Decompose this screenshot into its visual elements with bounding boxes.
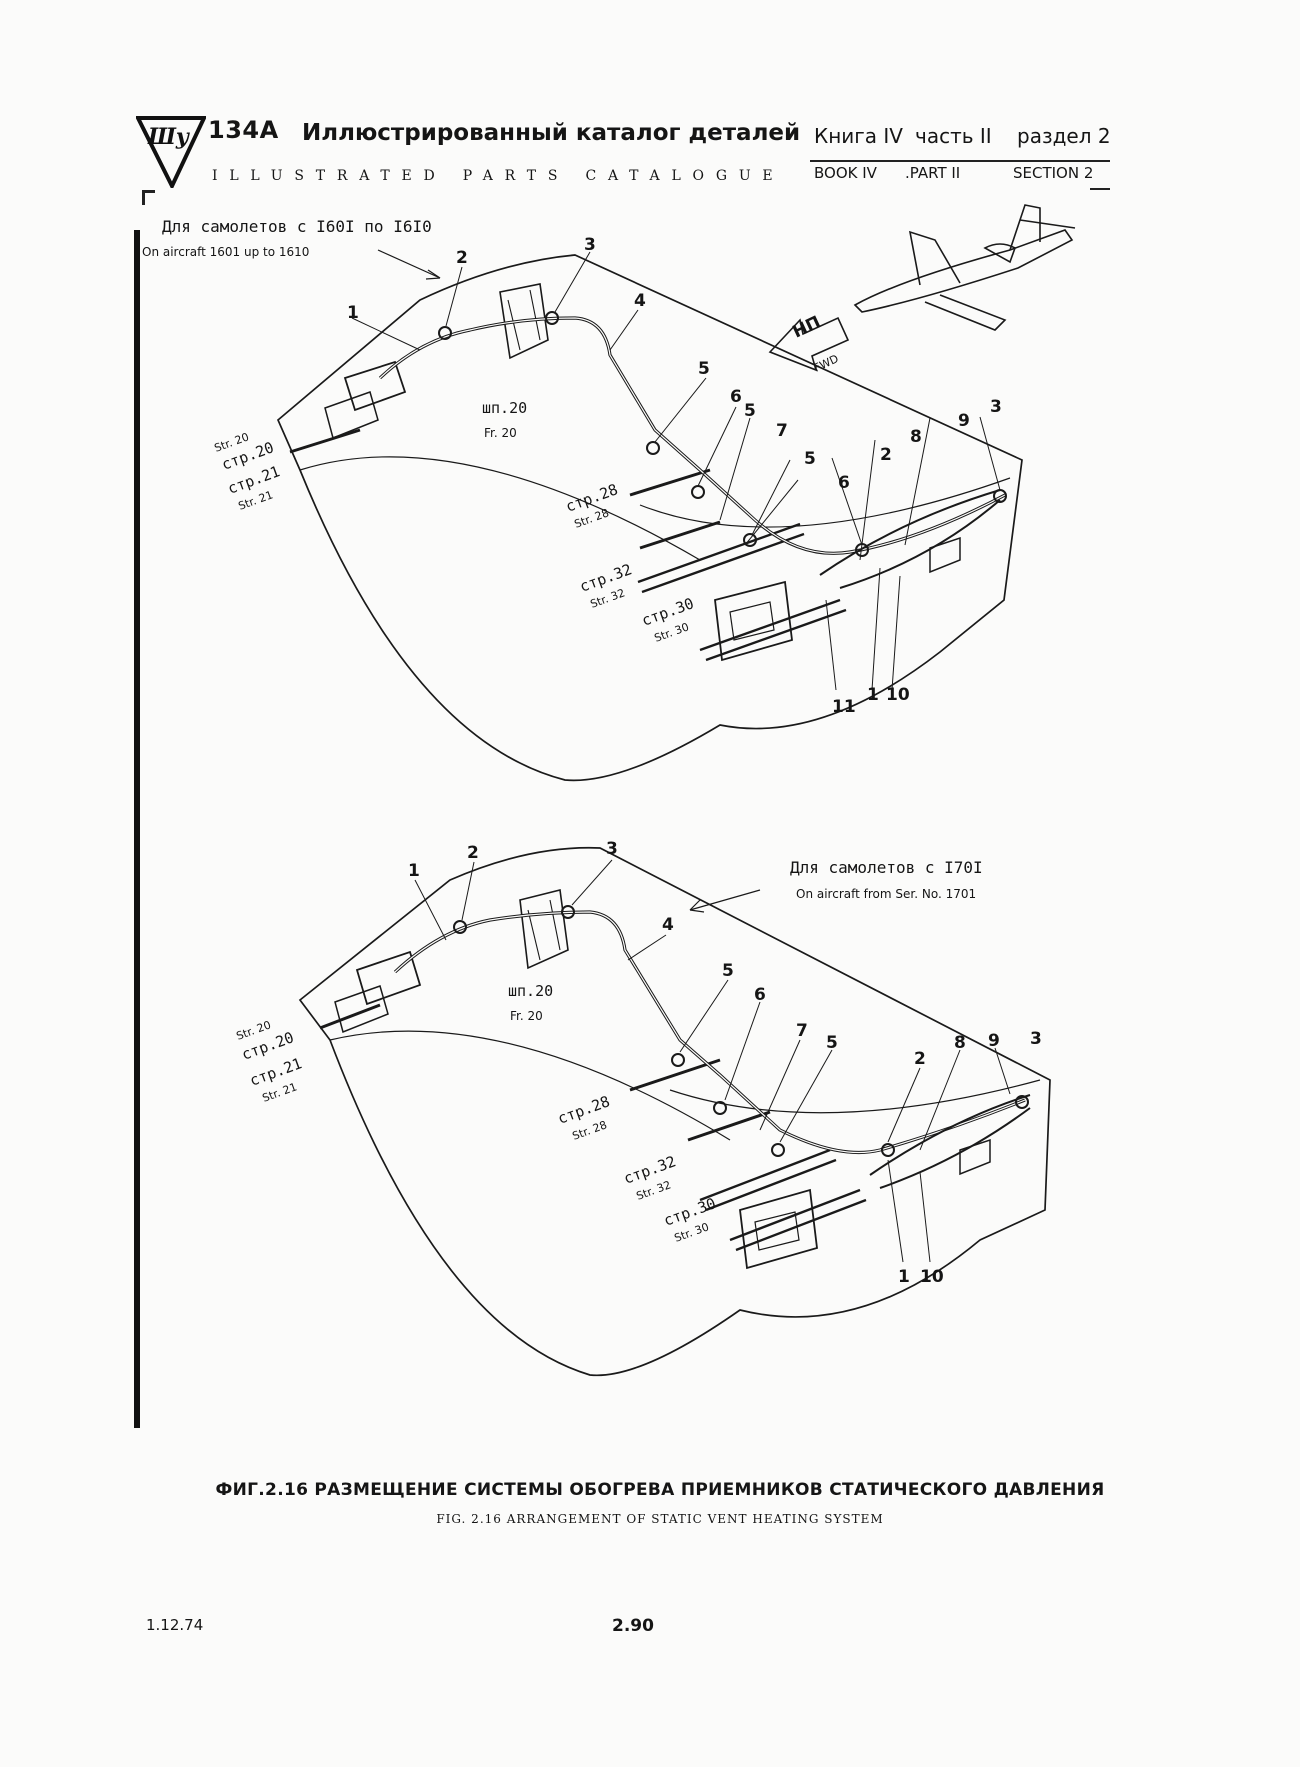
frame-20-bracket <box>499 283 549 360</box>
callout-number: 2 <box>467 843 479 863</box>
part-label-ru: часть II <box>915 124 992 148</box>
section-label-en: SECTION 2 <box>1013 164 1094 182</box>
aircraft-silhouette <box>853 204 1076 331</box>
leader-lines-lower <box>414 859 1011 1263</box>
callout-number: 8 <box>954 1033 966 1053</box>
callout-number: 2 <box>456 248 468 268</box>
stringer-ru-lower: стр.30 <box>661 1194 718 1229</box>
callout-number: 3 <box>1030 1029 1042 1049</box>
callouts-lower: 1 2 3 4 5 6 7 5 2 8 9 3 1 10 <box>408 839 1042 1287</box>
stringer-ru-lower: стр.32 <box>621 1152 678 1187</box>
callout-number: 2 <box>880 445 892 465</box>
skin-contour-line <box>639 477 1011 528</box>
fwd-arrow-icon <box>768 316 850 372</box>
effectivity-ru-upper: Для самолетов с I60I по I6I0 <box>162 217 432 236</box>
callout-number: 3 <box>606 839 618 859</box>
callout-number: 1 <box>867 685 879 705</box>
callout-number: 4 <box>662 915 674 935</box>
callout-number: 1 <box>898 1267 910 1287</box>
book-label-en: BOOK IV <box>814 164 877 182</box>
callout-number: 5 <box>826 1033 838 1053</box>
effectivity-en-lower: On aircraft from Ser. No. 1701 <box>796 887 976 901</box>
callout-number: 3 <box>584 235 596 255</box>
frame-label-en-lower: Fr. 20 <box>510 1009 543 1023</box>
stringer-ru-upper: стр.30 <box>639 594 696 629</box>
frame-corner-mark <box>142 190 155 205</box>
callout-number: 10 <box>886 685 910 705</box>
lower-view <box>298 846 1051 1377</box>
manufacturer-logo: Шу <box>136 116 206 188</box>
direction-label-ru: НП <box>790 312 824 342</box>
frame-corner-mark-right <box>1090 188 1110 190</box>
receiver-block <box>739 1188 818 1270</box>
frame-20-bracket <box>519 889 569 970</box>
frame-label-ru-upper: шп.20 <box>482 399 527 417</box>
callout-number: 11 <box>832 697 856 717</box>
skin-panel-upper <box>276 254 1023 782</box>
effectivity-en-upper: On aircraft 1601 up to 1610 <box>142 245 309 259</box>
callout-number: 8 <box>910 427 922 447</box>
skin-contour-line <box>299 456 701 561</box>
catalog-title-ru: Иллюстрированный каталог деталей <box>302 120 801 146</box>
callout-number: 10 <box>920 1267 944 1287</box>
direction-label-en: FWD <box>812 352 841 375</box>
callout-number: 5 <box>722 961 734 981</box>
effectivity-ru-lower: Для самолетов с I70I <box>790 858 983 877</box>
callout-number: 3 <box>990 397 1002 417</box>
revision-date: 1.12.74 <box>146 1616 204 1634</box>
callout-number: 5 <box>744 401 756 421</box>
callout-number: 9 <box>988 1031 1000 1051</box>
frame-label-en-upper: Fr. 20 <box>484 426 517 440</box>
heating-line <box>393 910 1026 1155</box>
callout-number: 4 <box>634 291 646 311</box>
skin-panel-lower <box>298 846 1051 1377</box>
figure-caption-ru: ФИГ.2.16 РАЗМЕЩЕНИЕ СИСТЕМЫ ОБОГРЕВА ПРИ… <box>215 1480 1105 1500</box>
stringer-ru-upper: стр.32 <box>577 560 634 595</box>
book-label-ru: Книга IV <box>814 124 903 148</box>
part-label-en: .PART II <box>905 164 961 182</box>
callout-number: 2 <box>914 1049 926 1069</box>
page-margin-bar <box>134 230 140 1428</box>
callout-number: 7 <box>796 1021 808 1041</box>
frame-label-ru-lower: шп.20 <box>508 982 553 1000</box>
heater-box <box>343 360 407 412</box>
callout-number: 1 <box>408 861 420 881</box>
callout-number: 9 <box>958 411 970 431</box>
page-number: 2.90 <box>612 1616 654 1636</box>
receiver-block <box>714 580 793 662</box>
callout-number: 1 <box>347 303 359 323</box>
callout-number: 5 <box>804 449 816 469</box>
callout-number: 6 <box>730 387 742 407</box>
aircraft-model: 134A <box>208 116 279 144</box>
heater-box <box>355 950 422 1006</box>
section-label-ru: раздел 2 <box>1017 124 1111 148</box>
leader-lines-upper <box>351 251 1001 691</box>
callout-number: 5 <box>698 359 710 379</box>
upper-view <box>276 249 1023 782</box>
callout-number: 6 <box>838 473 850 493</box>
svg-text:Шу: Шу <box>147 124 191 150</box>
clamps-lower <box>453 905 1029 1157</box>
callout-number: 6 <box>754 985 766 1005</box>
figure-caption-en: FIG. 2.16 ARRANGEMENT OF STATIC VENT HEA… <box>436 1512 884 1526</box>
catalog-title-en: ILLUSTRATED PARTS CATALOGUE <box>212 168 785 184</box>
stringer-ru-upper: стр.28 <box>563 480 620 515</box>
callout-number: 7 <box>776 421 788 441</box>
callouts-upper: 1 2 3 4 5 6 5 7 5 6 2 8 9 3 11 1 10 <box>347 235 1002 717</box>
header-divider <box>810 160 1110 162</box>
